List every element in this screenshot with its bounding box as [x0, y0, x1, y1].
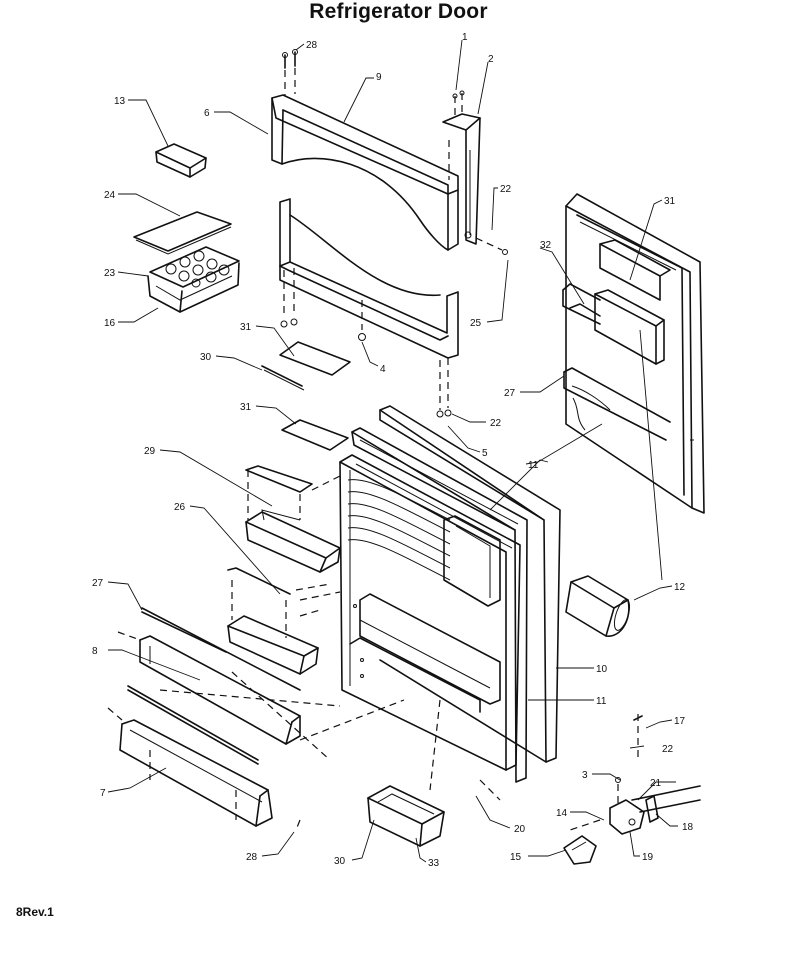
part-30-rod [261, 365, 305, 391]
callout-26: 26 [174, 502, 186, 513]
callout-6: 6 [204, 108, 210, 119]
callout-10: 10 [596, 664, 608, 675]
part-29-door-bin [245, 465, 341, 573]
callout-leader-lines [107, 39, 678, 863]
callout-28: 28 [306, 40, 318, 51]
callout-labels: 28 1 2 13 6 9 24 22 31 23 32 16 25 31 30… [92, 32, 694, 869]
callout-20: 20 [514, 824, 526, 835]
part-12-dairy-compartment [565, 575, 631, 637]
callout-30: 30 [334, 856, 346, 867]
callout-30: 30 [200, 352, 212, 363]
callout-23: 23 [104, 268, 116, 279]
part-31-plate-lower [281, 419, 349, 451]
screws-lower-left [280, 268, 298, 328]
door-inner-liner [339, 454, 521, 771]
callout-29: 29 [144, 446, 156, 457]
part-9-door-frame [271, 94, 459, 251]
callout-17: 17 [674, 716, 686, 727]
callout-24: 24 [104, 190, 116, 201]
callout-3: 3 [582, 770, 588, 781]
callout-14: 14 [556, 808, 568, 819]
part-8-shelf [139, 635, 301, 745]
part-16-ice-bin [147, 262, 240, 313]
callout-25: 25 [470, 318, 482, 329]
callout-13: 13 [114, 96, 126, 107]
callout-31: 31 [664, 196, 676, 207]
part-13-small-bin [155, 143, 207, 178]
callout-7: 7 [100, 788, 106, 799]
callout-28: 28 [246, 852, 258, 863]
part-2-hinge-bracket [442, 90, 481, 245]
door-gasket-10 [379, 405, 561, 763]
callout-8: 8 [92, 646, 98, 657]
part-27-shelf-rail [141, 607, 301, 691]
callout-27: 27 [504, 388, 516, 399]
part-24-ice-tray-lid [133, 211, 232, 255]
callout-12: 12 [674, 582, 686, 593]
callout-32: 32 [540, 240, 552, 251]
callout-9: 9 [376, 72, 382, 83]
callout-15: 15 [510, 852, 522, 863]
callout-11: 11 [596, 696, 607, 707]
part-23-ice-tray [149, 246, 240, 288]
part-30-33-bin [367, 785, 445, 847]
door-liner-11 [351, 427, 528, 783]
screws-28-top [282, 49, 298, 96]
callout-22: 22 [490, 418, 502, 429]
callout-18: 18 [682, 822, 694, 833]
callout-21: 21 [650, 778, 662, 789]
revision-label: 8Rev.1 [16, 905, 54, 919]
callout-4: 4 [380, 364, 386, 375]
screws-22-25 [436, 237, 508, 418]
part-7-bottom-shelf [119, 685, 273, 827]
callout-1: 1 [462, 32, 468, 43]
bottom-hinge-assembly [563, 714, 701, 865]
callout-5: 5 [482, 448, 488, 459]
callout-27: 27 [92, 578, 104, 589]
callout-11: 11 [528, 460, 539, 471]
door-outer-panel [562, 193, 705, 514]
callout-33: 33 [428, 858, 440, 869]
callout-2: 2 [488, 54, 494, 65]
callout-22: 22 [662, 744, 674, 755]
screw-4 [358, 300, 366, 341]
part-26-door-bin [227, 567, 319, 675]
callout-16: 16 [104, 318, 116, 329]
callout-31: 31 [240, 402, 252, 413]
callout-19: 19 [642, 852, 654, 863]
assembly-guide-lines [107, 475, 501, 831]
part-31-plate-upper [279, 341, 351, 376]
callout-31: 31 [240, 322, 252, 333]
part-6-lower-frame [279, 198, 459, 359]
callout-22: 22 [500, 184, 512, 195]
page-title: Refrigerator Door [309, 0, 488, 23]
